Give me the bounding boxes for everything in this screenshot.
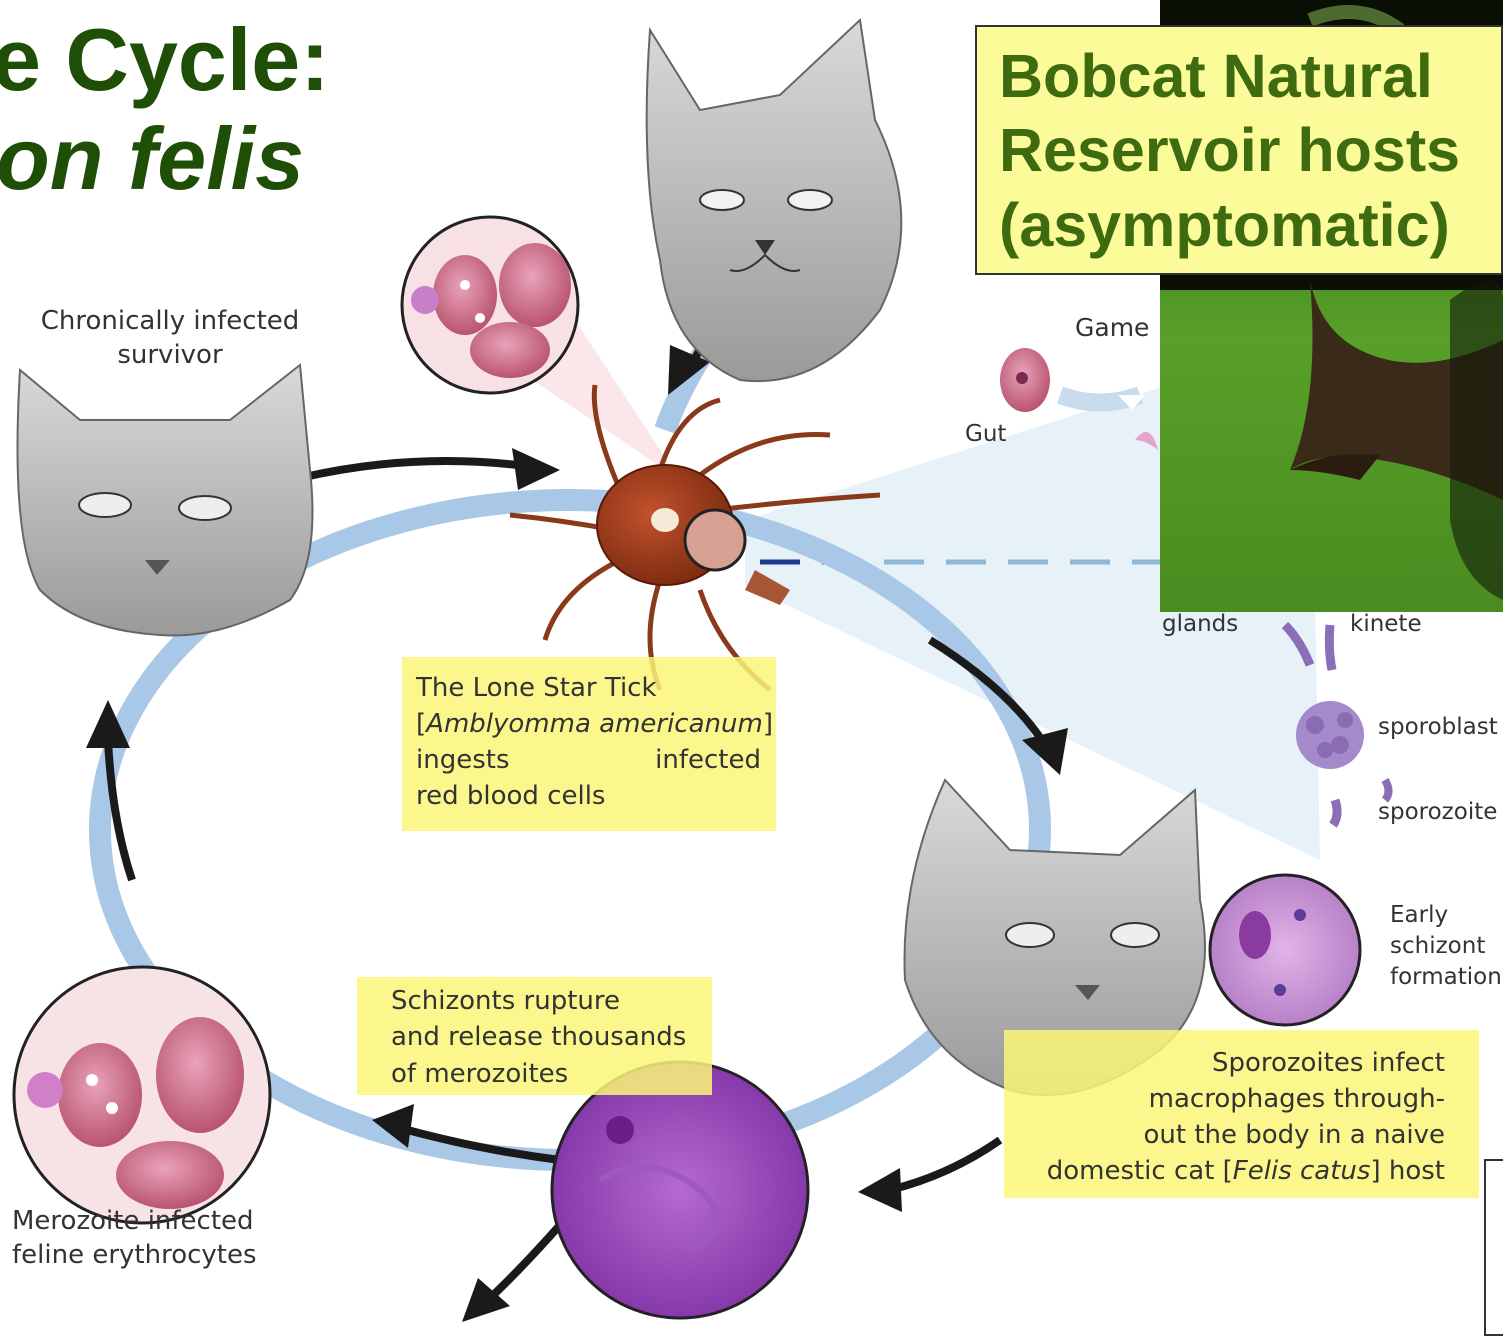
lone-star-tick-callout: The Lone Star Tick [Amblyomma americanum…: [402, 657, 776, 831]
tick-species-name: Amblyomma americanum: [426, 709, 763, 739]
felis-catus-name: Felis catus: [1233, 1156, 1371, 1186]
bobcat-callout-line-3: (asymptomatic): [999, 188, 1501, 262]
sporoblast-cell: [1296, 701, 1364, 769]
page-title-line-2: on felis: [0, 115, 304, 203]
infected-rbc-magnifier: [402, 217, 578, 393]
bobcat-callout-line-1: Bobcat Natural: [999, 39, 1501, 113]
merozoite-label-line-2: feline erythrocytes: [12, 1239, 257, 1273]
merozoite-rbc-magnifier: [14, 967, 270, 1223]
sporozoite-callout-line-1: Sporozoites infect: [1004, 1046, 1445, 1082]
tick-callout-line-2: [Amblyomma americanum]: [416, 707, 776, 743]
sporozoite-infection-callout: Sporozoites infect macrophages through- …: [1004, 1030, 1479, 1198]
sporozoite-line-4-start: domestic cat [: [1047, 1156, 1233, 1186]
merozoite-label-line-1: Merozoite infected: [12, 1205, 257, 1239]
kinete-label: kinete: [1350, 610, 1422, 640]
gamete-label: Game: [1075, 312, 1149, 345]
early-schizont-label: Early schizont formation: [1390, 900, 1502, 993]
merozoite-label: Merozoite infected feline erythrocytes: [12, 1205, 257, 1273]
survivor-cat-illustration: [18, 365, 313, 636]
bobcat-head-illustration: [647, 20, 902, 381]
arrow-cat-to-schizont-head: [858, 1168, 902, 1212]
early-schizont-line-2: schizont: [1390, 931, 1502, 962]
arrow-cat-to-schizont: [890, 1140, 1000, 1190]
tick-callout-ingests: ingests: [416, 743, 510, 779]
glands-label: glands: [1162, 610, 1238, 640]
gut-label: Gut: [965, 420, 1006, 450]
tick-callout-infected: infected: [655, 743, 761, 779]
schizont-magnifier: [552, 1062, 808, 1318]
sporozoite-callout-line-4: domestic cat [Felis catus] host: [1004, 1154, 1445, 1190]
early-schizont-magnifier: [1210, 875, 1360, 1025]
sporoblast-label: sporoblast: [1378, 713, 1498, 743]
schizont-rupture-callout: Schizonts rupture and release thousands …: [357, 977, 712, 1095]
sporozoite-callout-line-3: out the body in a naive: [1004, 1118, 1445, 1154]
tick-callout-line-4: red blood cells: [416, 779, 776, 815]
schizont-callout-line-1: Schizonts rupture: [391, 983, 712, 1019]
arrow-schizont-exit: [488, 1225, 560, 1300]
arrow-survivor-to-tick-head: [512, 448, 560, 490]
early-schizont-line-1: Early: [1390, 900, 1502, 931]
bobcat-reservoir-callout: Bobcat Natural Reservoir hosts (asymptom…: [975, 25, 1503, 275]
sporozoite-line-4-end: ] host: [1370, 1156, 1445, 1186]
bobcat-callout-line-2: Reservoir hosts: [999, 113, 1501, 187]
early-schizont-line-3: formation: [1390, 962, 1502, 993]
tick-callout-line-1: The Lone Star Tick: [416, 671, 776, 707]
chronic-survivor-label: Chronically infected survivor: [25, 305, 315, 373]
chronic-label-line-2: survivor: [25, 339, 315, 373]
sporozoite-callout-line-2: macrophages through-: [1004, 1082, 1445, 1118]
tick-callout-line-3: ingests infected: [416, 743, 761, 779]
schizont-callout-line-2: and release thousands: [391, 1019, 712, 1055]
offscreen-box-edge: [1485, 1160, 1503, 1335]
sporozoite-label: sporozoite: [1378, 798, 1497, 828]
arrow-survivor-to-tick: [300, 461, 540, 478]
schizont-callout-line-3: of merozoites: [391, 1056, 712, 1092]
chronic-label-line-1: Chronically infected: [25, 305, 315, 339]
page-title-line-1: e Cycle:: [0, 16, 330, 104]
